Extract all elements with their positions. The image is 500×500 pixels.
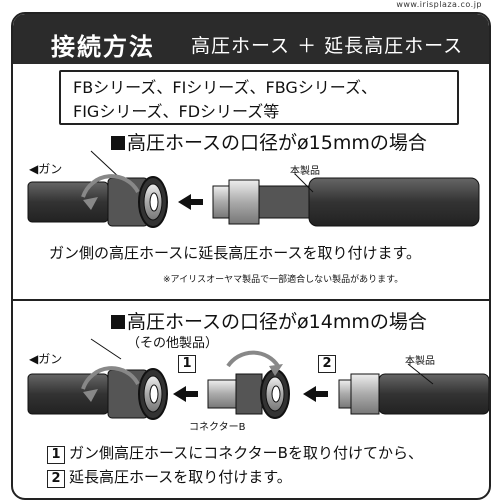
- rotate-arrow-head-icon: [83, 197, 98, 210]
- series-line-2: FIGシリーズ、FDシリーズ等: [73, 102, 280, 121]
- illustration: [27, 150, 489, 420]
- product-label-1: 本製品: [290, 166, 320, 177]
- left-arrow-shaft: [191, 199, 203, 205]
- gun-hose-2: [27, 368, 168, 420]
- connector-b-label: コネクターB: [189, 422, 246, 433]
- gun-label-2: ◀ガン: [29, 352, 63, 366]
- step1-badge: 1: [178, 355, 200, 373]
- square-bullet-icon: [111, 315, 125, 329]
- section1-note: ※アイリスオーヤマ製品で一部適合しない製品があります。: [163, 275, 404, 285]
- step2-badge: 2: [318, 355, 340, 373]
- extension-hose-1: [212, 177, 480, 227]
- product-label-2: 本製品: [405, 356, 435, 367]
- left-arrow-icon: [303, 386, 316, 402]
- section2-title: 高圧ホースの口径がø14mmの場合: [111, 307, 427, 334]
- series-box: FBシリーズ、FIシリーズ、FBGシリーズ、 FIGシリーズ、FDシリーズ等: [59, 70, 459, 125]
- section2-subtitle: （その他製品）: [127, 336, 219, 351]
- header-subtitle: 高圧ホース ＋ 延長高圧ホース: [191, 35, 464, 57]
- gun-label-1: ◀ガン: [29, 162, 63, 176]
- section1-title: 高圧ホースの口径がø15mmの場合: [111, 128, 427, 155]
- url-text: www.irisplaza.co.jp: [396, 0, 482, 9]
- left-arrow-icon: [178, 194, 191, 210]
- section-divider: [13, 299, 489, 301]
- gun-hose-1: [27, 176, 168, 228]
- header-bar: 接続方法 高圧ホース ＋ 延長高圧ホース: [13, 14, 489, 64]
- series-line-1: FBシリーズ、FIシリーズ、FBGシリーズ、: [73, 78, 377, 97]
- pointer-line: [90, 150, 122, 180]
- header-title: 接続方法: [51, 33, 155, 61]
- section1-caption: ガン側の高圧ホースに延長高圧ホースを取り付けます。: [49, 244, 422, 262]
- rotate-arrow-icon: [81, 174, 140, 198]
- square-bullet-icon: [111, 136, 125, 150]
- instruction-panel: 接続方法 高圧ホース ＋ 延長高圧ホース FBシリーズ、FIシリーズ、FBGシリ…: [11, 12, 491, 500]
- extension-hose-2: [338, 373, 489, 415]
- connector-b: [207, 369, 290, 419]
- left-arrow-icon: [173, 386, 186, 402]
